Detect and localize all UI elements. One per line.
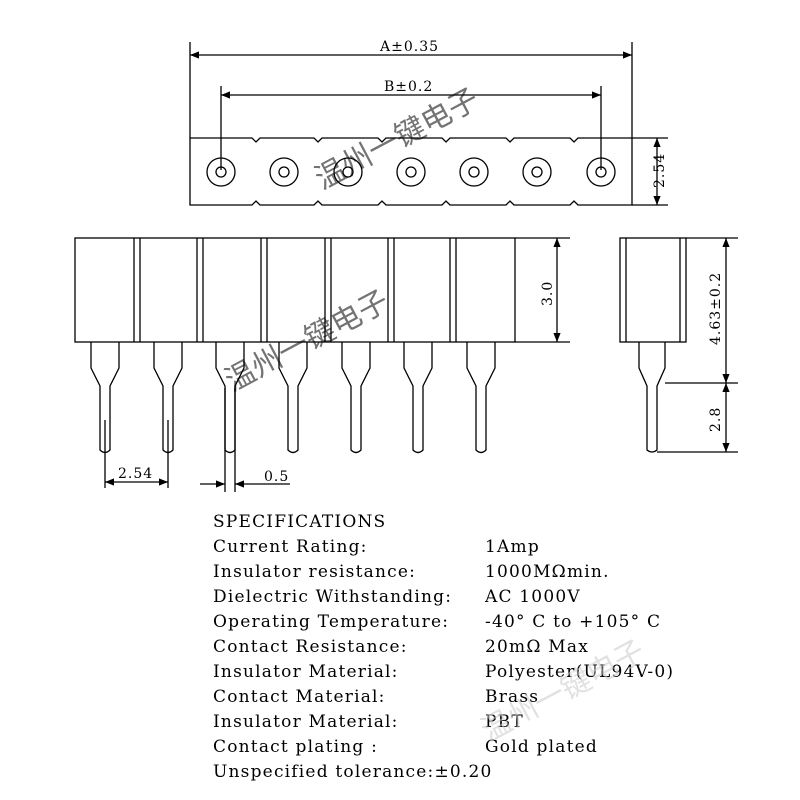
pin xyxy=(466,342,496,454)
spec-row: Insulator Material: PBT xyxy=(213,710,773,735)
contact-hole-inner xyxy=(405,166,417,178)
dim-body-height-label: 3.0 xyxy=(540,281,556,306)
spec-value: AC 1000V xyxy=(485,587,581,607)
spec-row: Insulator resistance: 1000MΩmin. xyxy=(213,560,773,585)
contact-hole-inner xyxy=(342,166,354,178)
spec-value: Brass xyxy=(485,687,540,707)
spec-label: Operating Temperature: xyxy=(213,612,450,632)
spec-value: -40° C to +105° C xyxy=(485,612,662,632)
contact-hole-outer xyxy=(333,157,363,187)
dim-pitch-front-label: 2.54 xyxy=(118,466,153,482)
spec-label: Dielectric Withstanding: xyxy=(213,587,453,607)
pin xyxy=(278,342,308,454)
dim-pitch-top-label: 2.54 xyxy=(652,153,668,188)
watermark-top: 温州一键电子 xyxy=(309,82,484,197)
dim-b-label: B±0.2 xyxy=(384,79,433,95)
contact-hole-outer xyxy=(269,157,299,187)
dim-pin-width-label: 0.5 xyxy=(264,469,289,485)
front-view xyxy=(74,237,570,492)
contact-holes xyxy=(206,157,616,187)
dim-tail-length-label: 2.8 xyxy=(708,407,724,432)
pin xyxy=(90,342,120,454)
dim-a-label: A±0.35 xyxy=(379,39,439,55)
front-view-body xyxy=(74,237,516,343)
side-view-body xyxy=(619,237,687,343)
contact-hole-outer xyxy=(206,157,236,187)
spec-value: Gold plated xyxy=(485,737,598,757)
spec-value: PBT xyxy=(485,712,524,732)
spec-row: Dielectric Withstanding: AC 1000V xyxy=(213,585,773,610)
side-view-pin xyxy=(638,342,666,453)
spec-value: Polyester(UL94V-0) xyxy=(485,662,675,682)
front-pins xyxy=(90,342,496,454)
top-view xyxy=(189,42,668,206)
contact-hole-inner xyxy=(215,166,227,178)
spec-row: Contact Resistance: 20mΩ Max xyxy=(213,635,773,660)
contact-hole-outer xyxy=(459,157,489,187)
spec-value: 20mΩ Max xyxy=(485,637,589,657)
spec-value: 1000MΩmin. xyxy=(485,562,610,582)
pin xyxy=(153,342,183,454)
spec-label: Insulator Material: xyxy=(213,712,399,732)
spec-label: Insulator resistance: xyxy=(213,562,417,582)
spec-value: 1Amp xyxy=(485,537,540,557)
pin xyxy=(341,342,371,454)
spec-row: Contact plating : Gold plated xyxy=(213,735,773,760)
spec-label: Current Rating: xyxy=(213,537,368,557)
contact-hole-inner xyxy=(278,166,290,178)
contact-hole-inner xyxy=(468,166,480,178)
contact-hole-outer xyxy=(522,157,552,187)
pin xyxy=(403,342,433,454)
pin xyxy=(215,342,245,454)
spec-row: Current Rating: 1Amp xyxy=(213,535,773,560)
spec-row: Operating Temperature: -40° C to +105° C xyxy=(213,610,773,635)
spec-row-tolerance: Unspecified tolerance:±0.20 xyxy=(213,760,773,785)
spec-tolerance-text: Unspecified tolerance:±0.20 xyxy=(213,762,493,782)
contact-hole-inner xyxy=(531,166,543,178)
side-view xyxy=(619,237,738,453)
contact-hole-outer xyxy=(586,157,616,187)
spec-label: Insulator Material: xyxy=(213,662,399,682)
contact-hole-outer xyxy=(396,157,426,187)
spec-row: Contact Material: Brass xyxy=(213,685,773,710)
spec-label: Contact Material: xyxy=(213,687,386,707)
specifications-title: SPECIFICATIONS xyxy=(213,512,387,532)
connector-drawing: A±0.35 B±0.2 2.54 3.0 2.54 0.5 4.63±0.2 xyxy=(74,39,738,492)
spec-label: Contact Resistance: xyxy=(213,637,408,657)
spec-label: Contact plating : xyxy=(213,737,378,757)
spec-row: Insulator Material: Polyester(UL94V-0) xyxy=(213,660,773,685)
dim-total-height-label: 4.63±0.2 xyxy=(708,272,724,345)
contact-hole-inner xyxy=(595,166,607,178)
